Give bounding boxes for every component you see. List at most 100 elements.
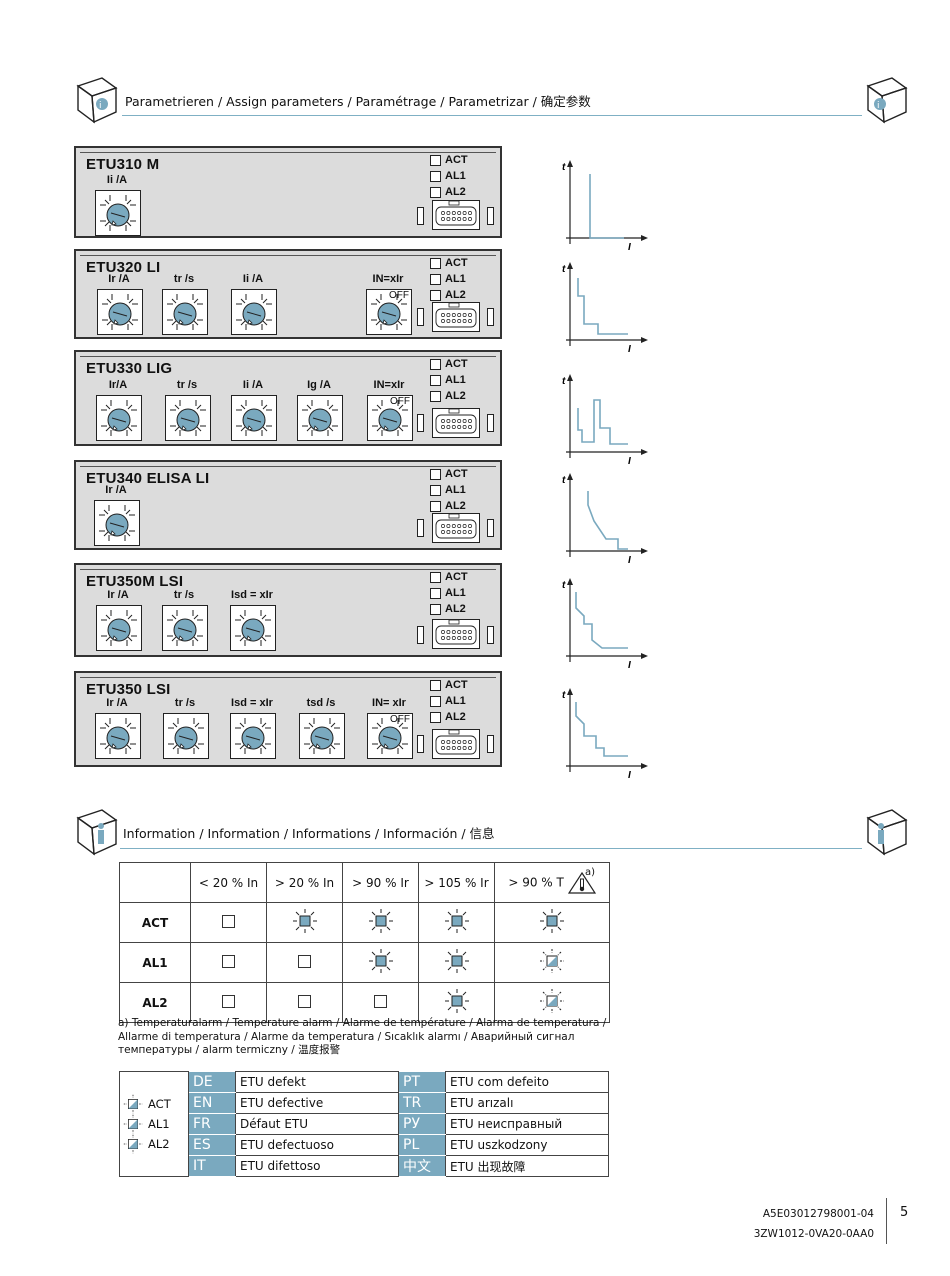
- panel-title: ETU350M LSI: [86, 573, 184, 590]
- setting-dial[interactable]: OFF: [367, 713, 413, 759]
- test-connector: [432, 408, 480, 438]
- trip-curve-graph: t I: [562, 473, 652, 568]
- row-label: AL2: [119, 982, 191, 1023]
- led-box: [430, 186, 441, 198]
- setting-dial[interactable]: [96, 395, 142, 441]
- col-header: < 20 % In: [190, 862, 267, 903]
- setting-dial[interactable]: [97, 289, 143, 335]
- setting-dial[interactable]: [231, 395, 277, 441]
- panel-border: [80, 677, 496, 678]
- setting-dial[interactable]: [231, 289, 277, 335]
- table-row: AL2: [119, 982, 610, 1023]
- led-al1: AL1: [430, 482, 490, 498]
- test-connector: [432, 200, 480, 230]
- setting-dial[interactable]: OFF: [367, 395, 413, 441]
- defect-text: ETU uszkodzony: [445, 1134, 609, 1156]
- panel-title: ETU340 ELISA LI: [86, 470, 210, 487]
- svg-text:I: I: [628, 344, 631, 352]
- led-off-icon: [222, 914, 235, 928]
- test-connector: [432, 513, 480, 543]
- led-state-cell: [266, 902, 343, 943]
- panel-border: [80, 152, 496, 153]
- led-state-cell: [342, 902, 419, 943]
- table-row: ACT: [119, 902, 610, 943]
- led-state-cell: [342, 982, 419, 1023]
- led-act: ACT: [430, 152, 490, 168]
- led-box: [430, 468, 441, 480]
- setting-dial[interactable]: [297, 395, 343, 441]
- svg-text:t: t: [562, 690, 566, 701]
- panel-border: [80, 466, 496, 467]
- svg-text:I: I: [628, 242, 631, 250]
- setting-dial[interactable]: [162, 289, 208, 335]
- led-off-icon: [222, 994, 235, 1008]
- led-al2: AL2: [430, 709, 490, 725]
- setting-dial[interactable]: [299, 713, 345, 759]
- setting-dial[interactable]: [230, 713, 276, 759]
- side-slot: [487, 519, 494, 537]
- led-al1: AL1: [430, 271, 490, 287]
- led-state-cell: [418, 902, 495, 943]
- svg-text:I: I: [628, 660, 631, 668]
- panel-title: ETU350 LSI: [86, 681, 171, 698]
- led-box: [430, 711, 441, 723]
- setting-dial[interactable]: [165, 395, 211, 441]
- led-status-table: < 20 % In > 20 % In > 90 % Ir > 105 % Ir…: [119, 862, 610, 1023]
- led-state-cell: [494, 942, 610, 983]
- dial-label: tr /s: [173, 273, 195, 285]
- svg-text:t: t: [562, 264, 566, 275]
- led-defect-icon: [540, 949, 564, 973]
- svg-text:i: i: [99, 101, 102, 111]
- setting-dial[interactable]: [94, 500, 140, 546]
- setting-dial[interactable]: [95, 190, 141, 236]
- led-box: [430, 390, 441, 402]
- led-off-icon: [222, 954, 235, 968]
- led-blinking-icon: [368, 909, 393, 933]
- svg-text:i: i: [877, 101, 880, 111]
- led-blinking-icon: [444, 989, 469, 1013]
- setting-dial[interactable]: [163, 713, 209, 759]
- setting-dial[interactable]: [95, 713, 141, 759]
- led-al2: AL2: [430, 287, 490, 303]
- defect-text: ETU defective: [235, 1092, 399, 1114]
- led-state-cell: [266, 982, 343, 1023]
- panel-border: [80, 255, 496, 256]
- led-state-cell: [342, 942, 419, 983]
- setting-dial[interactable]: [230, 605, 276, 651]
- svg-text:t: t: [562, 376, 566, 387]
- section-title-parameters: Parametrieren / Assign parameters / Para…: [125, 94, 591, 109]
- panel-title: ETU330 LIG: [86, 360, 173, 377]
- led-off-icon: [298, 994, 311, 1008]
- led-al1: AL1: [430, 372, 490, 388]
- defect-text: ETU 出现故障: [445, 1155, 609, 1177]
- setting-dial[interactable]: OFF: [366, 289, 412, 335]
- led-box: [430, 289, 441, 301]
- defect-text: ETU неисправный: [445, 1113, 609, 1135]
- led-box: [430, 484, 441, 496]
- dial-label: tr /s: [176, 379, 198, 391]
- defect-text: Défaut ETU: [235, 1113, 399, 1135]
- led-blinking-icon: [368, 949, 393, 973]
- dial-label: IN=xIr: [372, 273, 404, 285]
- setting-dial[interactable]: [162, 605, 208, 651]
- led-act: ACT: [430, 569, 490, 585]
- dial-label: tr /s: [174, 697, 196, 709]
- led-act: ACT: [430, 677, 490, 693]
- section-divider: [122, 115, 862, 116]
- setting-dial[interactable]: [96, 605, 142, 651]
- led-state-cell: [190, 982, 267, 1023]
- led-box: [430, 273, 441, 285]
- test-connector: [432, 729, 480, 759]
- language-code: 中文: [398, 1155, 446, 1177]
- panel-border: [80, 569, 496, 570]
- led-al1: AL1: [430, 693, 490, 709]
- side-slot: [417, 626, 424, 644]
